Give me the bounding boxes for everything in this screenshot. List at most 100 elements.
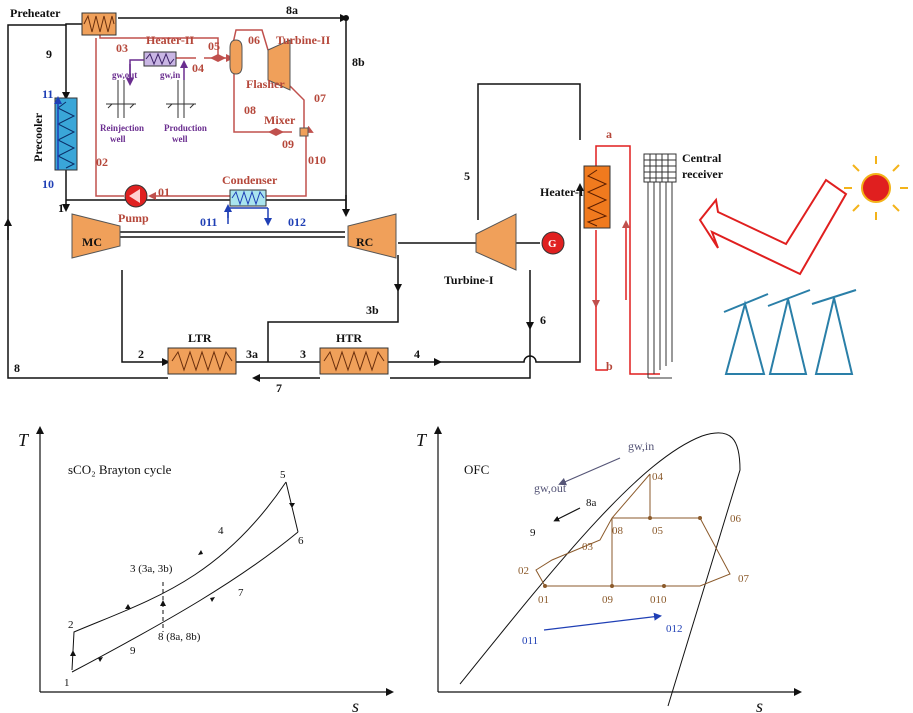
mixer-box: [299, 127, 309, 137]
turbine-i-label: Turbine-I: [444, 273, 494, 287]
coolant-011-line: [227, 207, 268, 218]
turbine-ii-label: Turbine-II: [276, 33, 331, 47]
turbine-ii-shape: [267, 39, 291, 91]
mc-label: MC: [82, 235, 102, 249]
heater-i-coil: [586, 169, 608, 227]
ofc-point-8a: 8a: [586, 497, 597, 509]
brayton-heating-curve: [71, 481, 287, 671]
ts-diagram-brayton: T s sCO₂ Brayton cycle 1 2 3 (3a, 3b) 4 …: [18, 426, 394, 713]
pipe-4: [440, 280, 581, 363]
throttle-valve: [268, 128, 284, 136]
ofc-gw-out: gw,out: [534, 481, 567, 495]
state-3: 3: [300, 347, 306, 361]
state-010: 010: [308, 153, 326, 167]
ts-diagram-ofc: T s OFC gw,in gw,out 8a 9 04 08 05 06 03…: [416, 426, 802, 713]
orc-pipe-02: [95, 38, 124, 197]
brayton-marker-7: [160, 600, 166, 606]
ofc-dot-09: [610, 584, 614, 588]
central-receiver-panel: [643, 153, 677, 183]
precooler-label: Precooler: [31, 112, 45, 162]
central-receiver-label-2: receiver: [682, 167, 724, 181]
pipe-preheater-out: [65, 23, 82, 28]
brayton-marker-4: [289, 503, 295, 508]
ofc-gw-in: gw,in: [628, 439, 654, 453]
brayton-marker-5: [210, 597, 215, 602]
brayton-marker-1: [70, 650, 76, 656]
state-5: 5: [464, 169, 470, 183]
reinjection-label-2: well: [110, 134, 126, 144]
throttle-valve-04: [210, 54, 226, 62]
reinjection-well: [106, 80, 136, 118]
brayton-point-9: 9: [130, 645, 136, 657]
state-4: 4: [414, 347, 420, 361]
precooler-box: [54, 97, 78, 171]
orc-pipe-010: [230, 136, 307, 197]
state-04: 04: [192, 61, 204, 75]
axis-t-right-label: T: [416, 430, 428, 450]
ofc-point-011: 011: [522, 635, 538, 647]
solar-pipe-a: [595, 145, 660, 375]
pipe-6: [390, 328, 531, 379]
pipe-8: [7, 222, 168, 379]
sun-icon: [844, 156, 908, 220]
orc-pipe-06: [231, 29, 269, 51]
state-8: 8: [14, 361, 20, 375]
ofc-point-06: 06: [730, 513, 742, 525]
condenser-coil: [231, 190, 265, 206]
brayton-point-3: 3 (3a, 3b): [130, 563, 173, 575]
state-a: a: [606, 127, 612, 141]
state-012: 012: [288, 215, 306, 229]
sunlight-arrow-icon: [698, 178, 848, 276]
precooler-coil: [56, 101, 76, 169]
ofc-point-03: 03: [582, 541, 594, 553]
gw-arrow: [558, 457, 621, 486]
axis-t-left-label: T: [18, 430, 30, 450]
ofc-point-05: 05: [652, 525, 664, 537]
state-3a: 3a: [246, 347, 258, 361]
junction-8a: [343, 15, 349, 21]
brayton-piping: [4, 14, 584, 382]
condenser-label: Condenser: [222, 173, 278, 187]
rc-shape: [347, 213, 397, 259]
ofc-dot-06: [698, 516, 702, 520]
saturation-dome: [459, 432, 741, 707]
reinjection-label-1: Reinjection: [100, 123, 144, 133]
rc-label: RC: [356, 235, 373, 249]
preheater-label: Preheater: [10, 6, 61, 20]
pipe-3b: [267, 290, 399, 362]
mixer-label: Mixer: [264, 113, 296, 127]
solar-pipe-b: [595, 306, 608, 371]
ofc-point-012: 012: [666, 623, 683, 635]
generator-circle: [541, 231, 565, 255]
pipe-2: [121, 270, 170, 366]
flasher-label: Flasher: [246, 77, 285, 91]
production-well: [166, 80, 196, 118]
ofc-title: OFC: [464, 462, 489, 477]
state-gw-in: gw,in: [160, 70, 180, 80]
pump-glyph: [129, 189, 140, 203]
brayton-point-8: 8 (8a, 8b): [158, 631, 201, 643]
brayton-marker-2: [125, 604, 131, 609]
ofc-point-07: 07: [738, 573, 750, 585]
brayton-point-2: 2: [68, 619, 74, 631]
production-label-2: well: [172, 134, 188, 144]
ofc-point-09: 09: [602, 594, 614, 606]
state-8a: 8a: [286, 3, 298, 17]
pump-label: Pump: [118, 211, 149, 225]
axis-s-right-label: s: [756, 696, 763, 713]
heater-ii-label: Heater-II: [146, 33, 195, 47]
production-label-1: Production: [164, 123, 207, 133]
state-8b: 8b: [352, 55, 365, 69]
pipe-8-return: [7, 24, 66, 222]
state-11: 11: [42, 87, 53, 101]
state-1: 1: [58, 201, 64, 215]
state-7: 7: [276, 381, 282, 395]
turbine-i-shape: [475, 213, 517, 271]
coolant-arrow: [543, 612, 662, 631]
pipe-5: [477, 83, 581, 220]
brayton-point-1: 1: [64, 677, 70, 689]
state-08: 08: [244, 103, 256, 117]
ofc-point-04: 04: [652, 471, 664, 483]
heater-ii-coil: [145, 52, 175, 66]
